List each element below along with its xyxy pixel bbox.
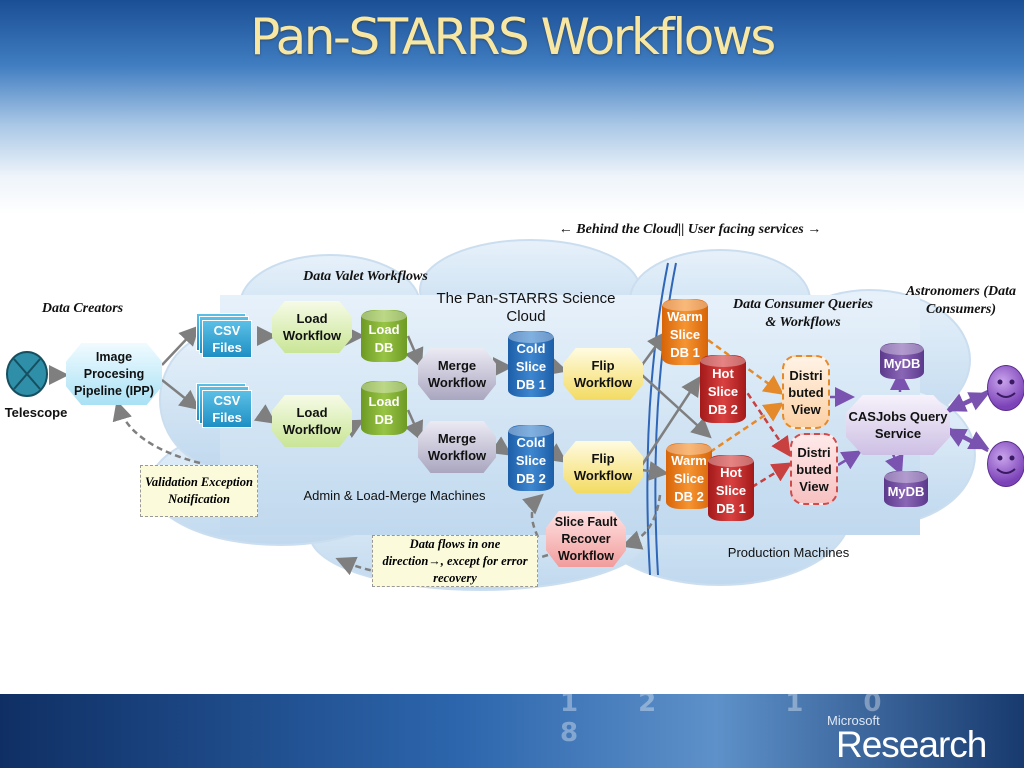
csv-files-label: CSV Files xyxy=(212,393,242,425)
data-consumer-label: Data Consumer Queries & Workflows xyxy=(732,297,874,330)
csv-files-1: CSV Files xyxy=(196,313,252,359)
header-arrow-text: ← Behind the Cloud|| User facing service… xyxy=(558,222,822,237)
production-machines-label: Production Machines xyxy=(727,545,850,560)
cloud-title: The Pan-STARRS Science Cloud xyxy=(436,290,616,325)
smiley-face-icon xyxy=(987,441,1024,487)
smiley-face-icon xyxy=(987,365,1024,411)
validation-note: Validation Exception Notification xyxy=(140,465,258,517)
telescope-icon xyxy=(5,350,49,398)
dial-numbers: 12 10 8 xyxy=(560,694,942,748)
cold-slice-db-2: Cold Slice DB 2 xyxy=(508,425,554,491)
microsoft-label: Microsoft xyxy=(827,713,880,728)
data-flows-note: Data flows in one direction→, except for… xyxy=(372,535,538,587)
distributed-view-1: Distributed View xyxy=(782,355,830,429)
research-logo: Research xyxy=(836,724,987,765)
slice-fault-recover-workflow: Slice Fault Recover Workflow xyxy=(546,511,626,567)
csv-files-2: CSV Files xyxy=(196,383,252,429)
load-workflow-1: Load Workflow xyxy=(272,301,352,353)
workflow-diagram: ← Behind the Cloud|| User facing service… xyxy=(0,215,1024,694)
casjobs-query-service: CASJobs Query Service xyxy=(846,395,950,455)
astronomers-label: Astronomers (Data Consumers) xyxy=(905,284,1017,317)
slide-title: Pan-STARRS Workflows xyxy=(250,8,776,66)
cold-slice-db-1: Cold Slice DB 1 xyxy=(508,331,554,397)
distributed-view-2: Distributed View xyxy=(790,433,838,505)
hot-slice-db-2: Hot Slice DB 2 xyxy=(700,355,746,423)
admin-machines-label: Admin & Load-Merge Machines xyxy=(303,488,486,503)
warm-slice-db-1: Warm Slice DB 1 xyxy=(662,299,708,365)
merge-workflow-2: Merge Workflow xyxy=(418,421,496,473)
telescope-label: Telescope xyxy=(4,405,68,420)
load-db-1: Load DB xyxy=(361,310,407,362)
top-banner xyxy=(0,0,1024,215)
warm-slice-db-2: Warm Slice DB 2 xyxy=(666,443,712,509)
flip-workflow-2: Flip Workflow xyxy=(563,441,643,493)
csv-files-label: CSV Files xyxy=(212,323,242,355)
mydb-2: MyDB xyxy=(884,471,928,507)
flip-workflow-1: Flip Workflow xyxy=(563,348,643,400)
data-valet-label: Data Valet Workflows xyxy=(303,269,428,284)
load-workflow-2: Load Workflow xyxy=(272,395,352,447)
hot-slice-db-1: Hot Slice DB 1 xyxy=(708,455,754,521)
mydb-1: MyDB xyxy=(880,343,924,379)
data-creators-label: Data Creators xyxy=(41,301,124,316)
ipp-node: Image Procesing Pipeline (IPP) xyxy=(66,343,162,405)
bottom-decorative-band: 12 10 8 xyxy=(0,694,1024,768)
merge-workflow-1: Merge Workflow xyxy=(418,348,496,400)
load-db-2: Load DB xyxy=(361,381,407,435)
